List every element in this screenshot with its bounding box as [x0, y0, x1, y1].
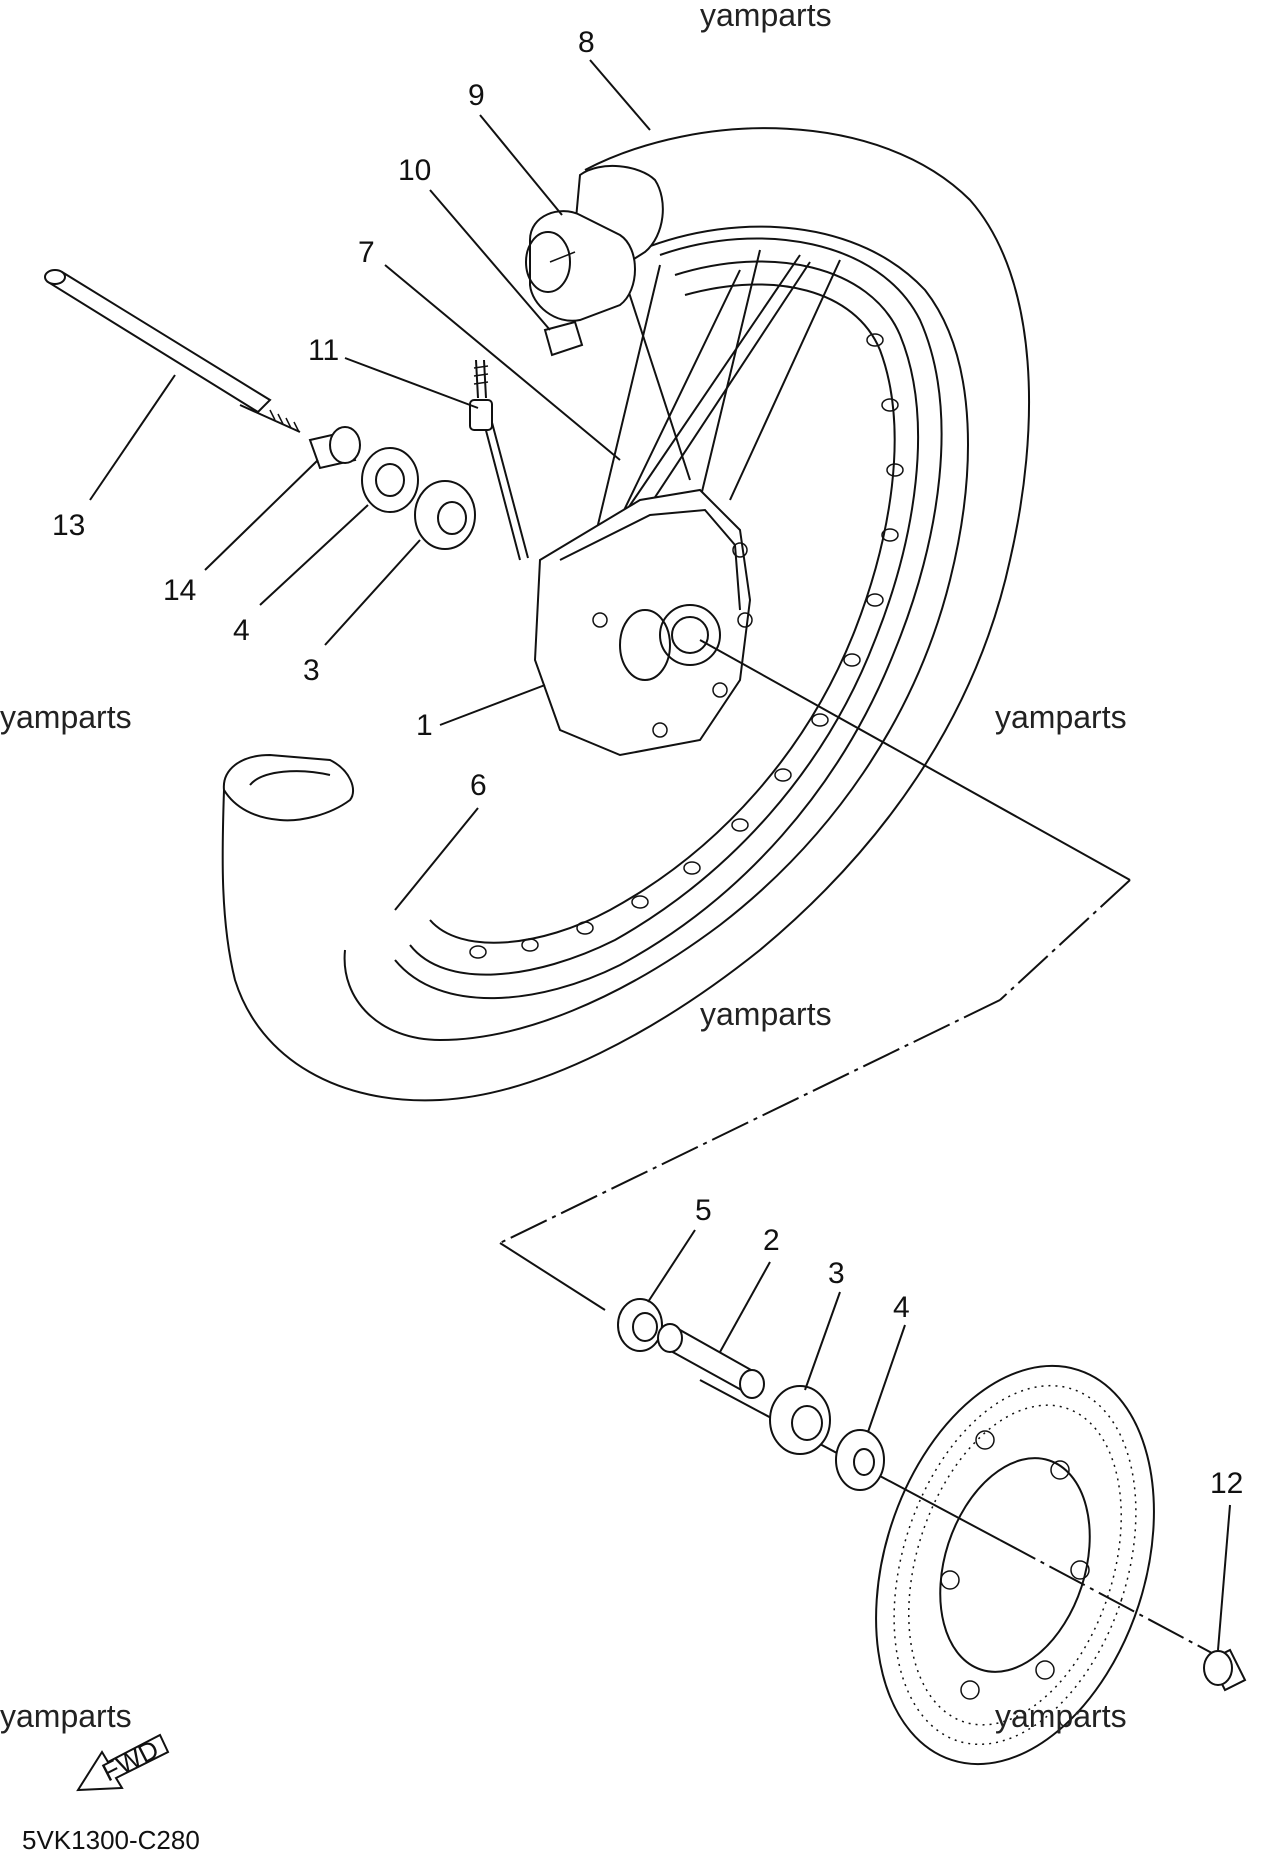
watermark: yamparts	[995, 699, 1127, 735]
watermark: yamparts	[0, 699, 132, 735]
rim-spoke-holes	[469, 333, 904, 959]
spokes	[579, 249, 841, 601]
diagram-code: 5VK1300-C280	[22, 1825, 200, 1855]
callout-11: 11	[308, 334, 339, 367]
watermark: yamparts	[995, 1698, 1127, 1734]
callout-3: 3	[303, 654, 320, 687]
leader-lines	[89, 59, 1231, 1651]
callout-10: 10	[398, 154, 431, 187]
callout-7: 7	[358, 236, 375, 269]
callout-labels: 8 9 10 7 11 13 14 4 3 1 6 5 2 3 4 12	[52, 26, 1243, 1500]
callout-9: 9	[468, 79, 485, 112]
rim-band-tube	[525, 210, 636, 357]
watermark: yamparts	[0, 1698, 132, 1734]
callout-12: 12	[1210, 1467, 1243, 1500]
right-side-parts	[617, 1298, 1247, 1766]
watermark: yamparts	[700, 996, 832, 1032]
axle	[44, 269, 301, 433]
valve	[469, 359, 529, 561]
callout-4: 4	[233, 614, 250, 647]
rim	[394, 237, 943, 1000]
callout-8: 8	[578, 26, 595, 59]
callout-2: 2	[763, 1224, 780, 1257]
callout-13: 13	[52, 509, 85, 542]
callout-4b: 4	[893, 1291, 910, 1324]
callout-1: 1	[416, 709, 433, 742]
fwd-label: FWD	[97, 1734, 163, 1788]
hub	[533, 488, 753, 757]
fwd-arrow-icon: FWD	[76, 1733, 170, 1792]
callout-5: 5	[695, 1194, 712, 1227]
watermarks: yamparts yamparts yamparts yamparts yamp…	[0, 0, 1127, 1734]
callout-14: 14	[163, 574, 196, 607]
left-side-parts	[308, 426, 476, 550]
watermark: yamparts	[700, 0, 832, 33]
callout-6: 6	[470, 769, 487, 802]
explosion-lines	[499, 639, 1226, 1661]
callout-3b: 3	[828, 1257, 845, 1290]
